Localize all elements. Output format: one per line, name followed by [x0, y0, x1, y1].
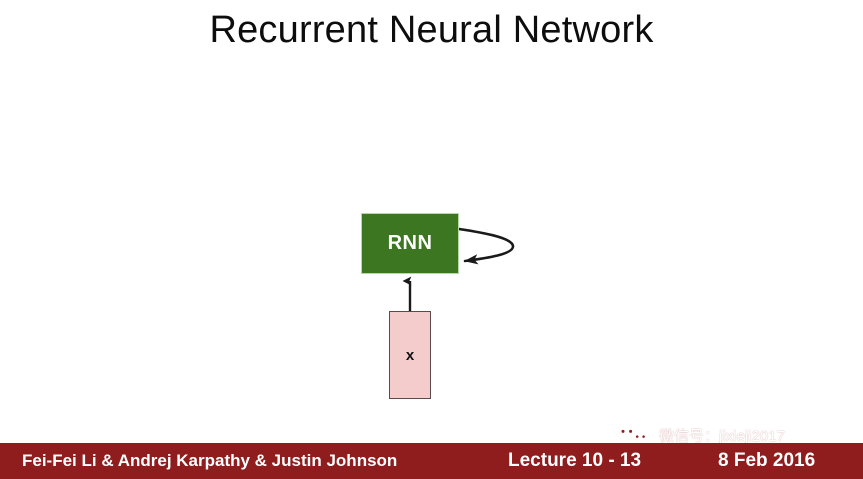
rnn-diagram: RNN x — [361, 213, 515, 399]
node-rnn-label: RNN — [387, 232, 433, 254]
node-x-label: x — [405, 346, 415, 364]
footer-lecture-number: Lecture 10 - 13 — [508, 450, 642, 471]
edge-rnn-self-loop — [457, 227, 515, 265]
node-x: x — [389, 311, 431, 399]
node-rnn: RNN — [361, 213, 459, 274]
page-title: Recurrent Neural Network — [209, 9, 654, 51]
footer-authors: Fei-Fei Li & Andrej Karpathy & Justin Jo… — [22, 451, 398, 470]
wechat-watermark: 微信号：jixieji2017 — [612, 423, 785, 447]
wechat-logo — [615, 424, 650, 447]
wechat-watermark-text: 微信号：jixieji2017 — [659, 427, 785, 445]
slide-footer: Fei-Fei Li & Andrej Karpathy & Justin Jo… — [0, 443, 863, 479]
footer-date: 8 Feb 2016 — [718, 450, 816, 471]
